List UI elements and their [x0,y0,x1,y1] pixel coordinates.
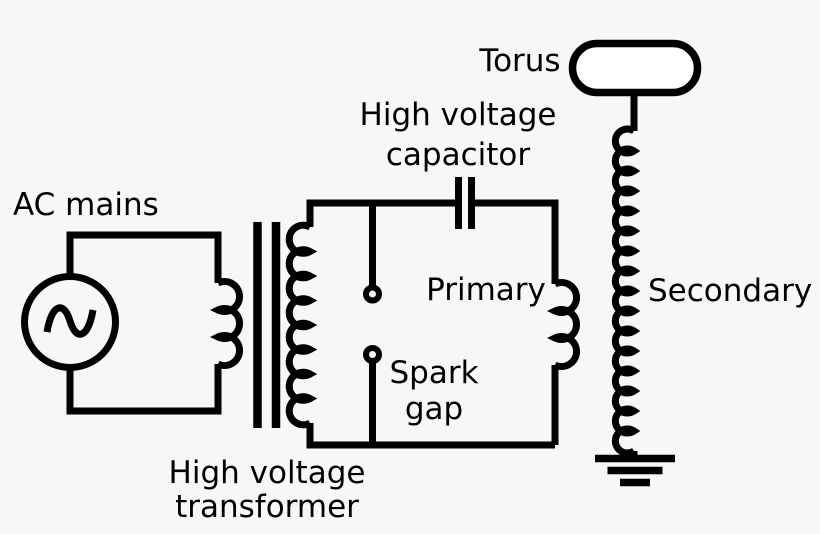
tank-loop-wire-bottom [306,423,555,449]
label-spark-gap-line1: Spark [389,355,478,391]
label-high-voltage-transformer-line1: High voltage [169,455,366,491]
tank-loop-wire-top-right [475,199,559,284]
ground-symbol [595,451,675,487]
ac-source-circle-icon [21,273,119,371]
label-high-voltage-transformer-line2: transformer [175,489,359,525]
torus-symbol [568,39,702,97]
label-torus: Torus [478,43,560,79]
label-primary: Primary [426,272,546,308]
tank-loop-wire-top-left [306,199,455,227]
spark-gap-symbol [363,203,382,445]
transformer-primary-winding-coil [209,278,243,369]
ac-mains-circuit [21,231,243,415]
secondary-circuit [568,39,702,487]
spark-gap-terminal-bottom [363,345,382,364]
label-high-voltage-capacitor-line2: capacitor [386,137,530,173]
sine-wave-icon [43,304,97,338]
primary-tank-circuit [285,199,580,449]
transformer-core [253,222,281,428]
capacitor-symbol [455,177,475,229]
label-ac-mains: AC mains [13,187,159,223]
ac-loop-wire-top [66,231,222,283]
primary-coil [546,279,580,370]
spark-gap-terminal-top [363,284,382,304]
transformer-secondary-winding-coil [285,221,318,429]
label-high-voltage-capacitor-line1: High voltage [360,97,557,133]
label-secondary: Secondary [648,273,812,309]
label-spark-gap-line2: gap [405,391,463,427]
secondary-coil [611,125,641,457]
ac-loop-wire-bottom [66,364,222,415]
